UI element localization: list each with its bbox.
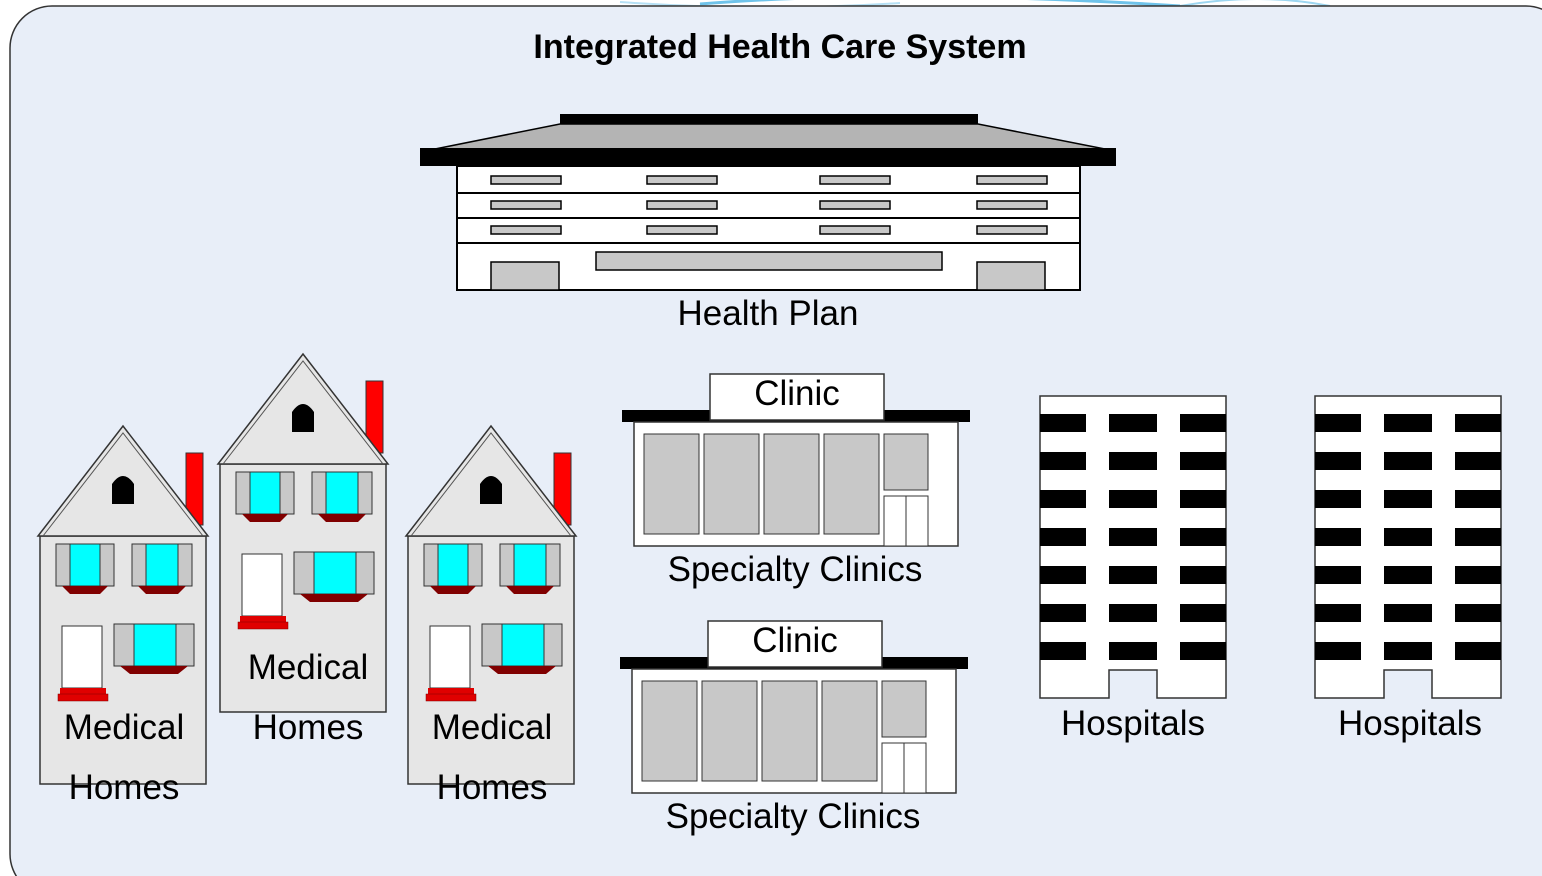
specialty-clinics-label-1: Specialty Clinics: [667, 550, 923, 589]
medical-homes-label-3-line2: Homes: [436, 768, 548, 807]
medical-homes-label-2-line1: Medical: [247, 648, 369, 687]
diagram-title: Integrated Health Care System: [533, 28, 1027, 66]
medical-homes-label-2-line2: Homes: [252, 708, 364, 747]
medical-homes-label-3-line1: Medical: [431, 708, 553, 747]
health-plan-label: Health Plan: [677, 294, 859, 333]
hospitals-label-2: Hospitals: [1338, 704, 1482, 743]
medical-homes-label-1-line2: Homes: [68, 768, 180, 807]
clinic-sign-2: Clinic: [752, 621, 838, 660]
medical-homes-label-1-line1: Medical: [63, 708, 185, 747]
medical-homes-label-1: Medical Homes: [24, 698, 224, 818]
medical-homes-label-3: Medical Homes: [392, 698, 592, 818]
medical-homes-label-2: Medical Homes: [208, 638, 408, 758]
health-plan-building: [420, 114, 1116, 291]
clinic-sign-1: Clinic: [754, 374, 840, 413]
hospitals-label-1: Hospitals: [1061, 704, 1205, 743]
hospital-building-2: [1315, 396, 1501, 698]
hospital-building-1: [1040, 396, 1226, 698]
specialty-clinics-label-2: Specialty Clinics: [665, 797, 921, 836]
